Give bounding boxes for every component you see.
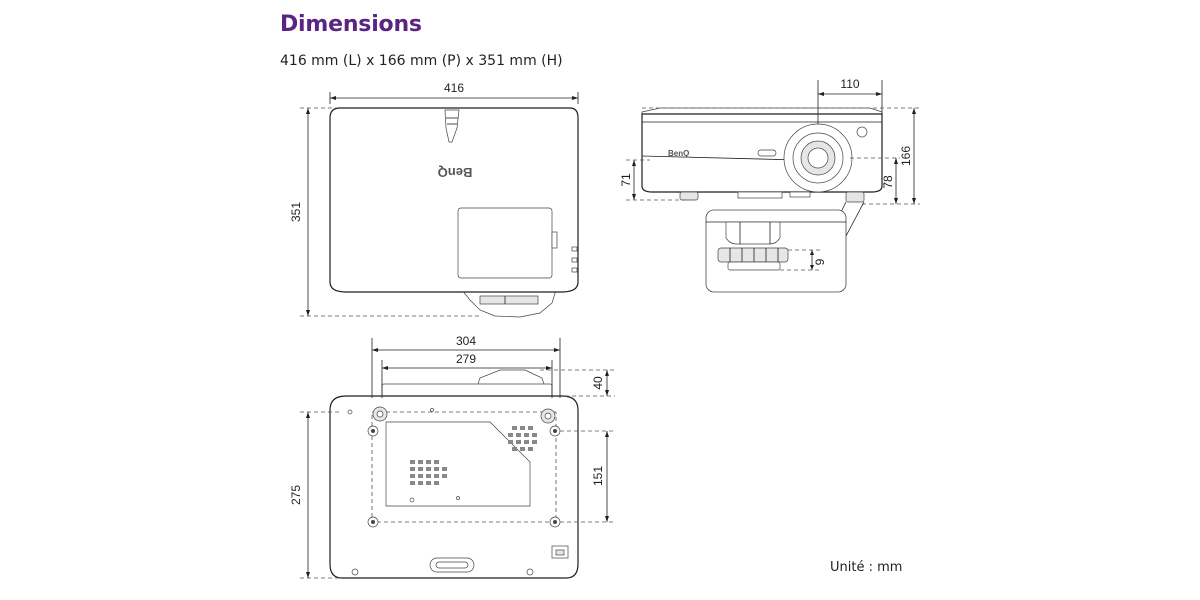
foot-detail-adjuster [717, 247, 789, 263]
bottom-view-outer-width-label: 304 [456, 334, 476, 348]
foot-detail: 9 [705, 201, 865, 293]
front-view: BenQ 110 166 78 [619, 77, 920, 205]
front-view-logo: BenQ [668, 149, 689, 158]
bottom-view-foot-spacing-label: 151 [591, 466, 605, 486]
bottom-view-vent-right [508, 426, 537, 451]
top-view-lens-ring [479, 295, 539, 305]
overall-dimensions-text: 416 mm (L) x 166 mm (P) x 351 mm (H) [280, 53, 563, 69]
bottom-view-lens-protrusion-label: 40 [591, 376, 605, 390]
foot-detail-adjust-label: 9 [813, 258, 827, 265]
units-note: Unité : mm [830, 560, 903, 575]
front-view-foot-right-label: 78 [881, 175, 895, 189]
top-view: BenQ 416 351 [289, 81, 579, 318]
bottom-view-depth-label: 275 [289, 485, 303, 505]
bottom-view-vent-left [410, 460, 447, 485]
page-title: Dimensions [280, 12, 422, 37]
bottom-view: 304 279 40 151 275 [289, 334, 615, 579]
bottom-view-inner-width-label: 279 [456, 352, 476, 366]
top-view-width-label: 416 [444, 81, 464, 95]
front-view-foot-left-label: 71 [619, 173, 633, 187]
front-view-foot-right [845, 191, 865, 203]
top-view-logo: BenQ [438, 165, 473, 180]
top-view-lamp-door [457, 207, 553, 279]
front-view-sensor [856, 126, 868, 138]
top-view-height-label: 351 [289, 202, 303, 222]
front-view-foot-left [679, 191, 699, 201]
front-view-lens-offset-label: 110 [840, 77, 859, 91]
front-view-height-label: 166 [899, 146, 913, 166]
